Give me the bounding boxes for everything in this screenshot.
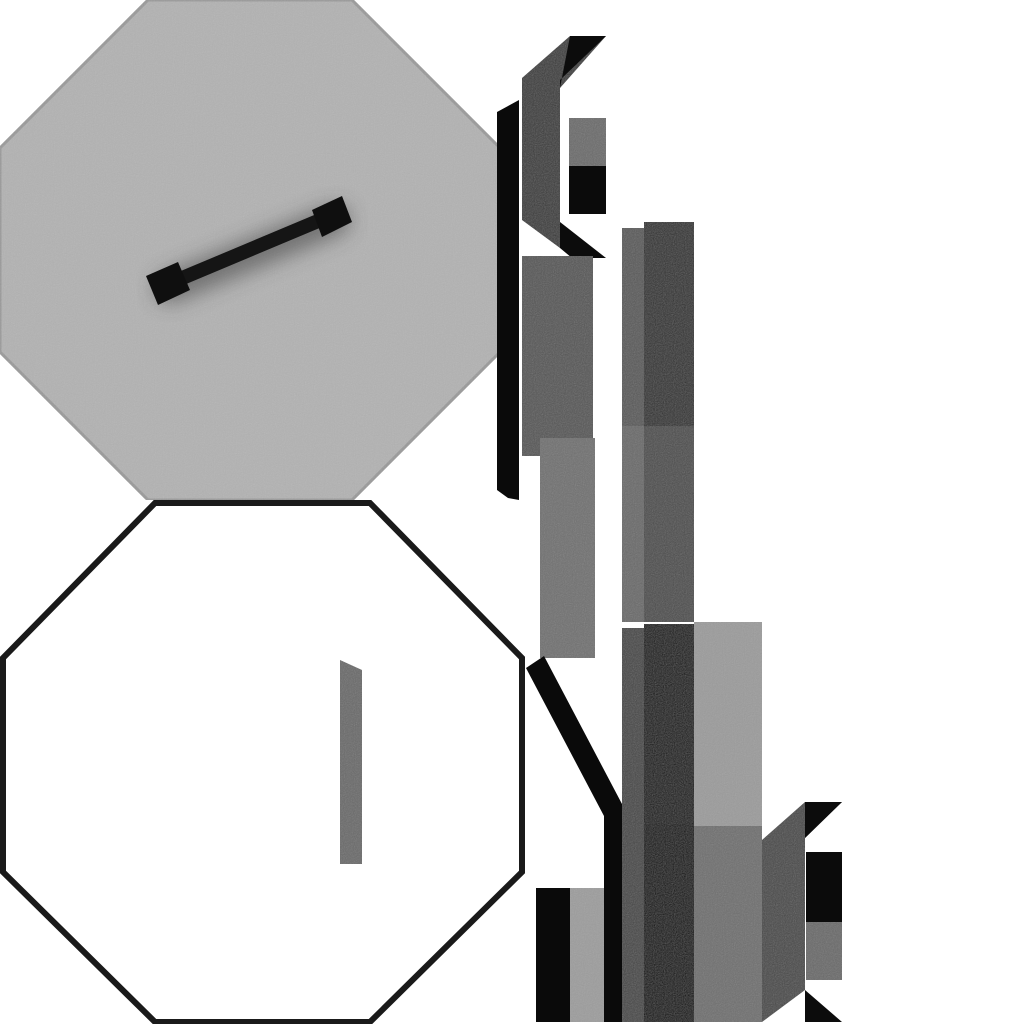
lower-bracket — [762, 802, 842, 1022]
tall-black-strip — [497, 100, 519, 500]
handle-bar — [146, 196, 352, 305]
tall-panels — [622, 222, 694, 622]
outlined-octagon — [0, 500, 525, 1024]
panel-left-lower — [540, 438, 595, 658]
small-block — [569, 118, 606, 214]
lower-blocks — [536, 622, 762, 1022]
lower-small-block — [806, 852, 842, 980]
diagonal-strut — [526, 656, 622, 1022]
small-vertical-bar — [340, 660, 362, 864]
bent-bracket — [522, 36, 606, 258]
panel-left-upper — [522, 256, 593, 456]
